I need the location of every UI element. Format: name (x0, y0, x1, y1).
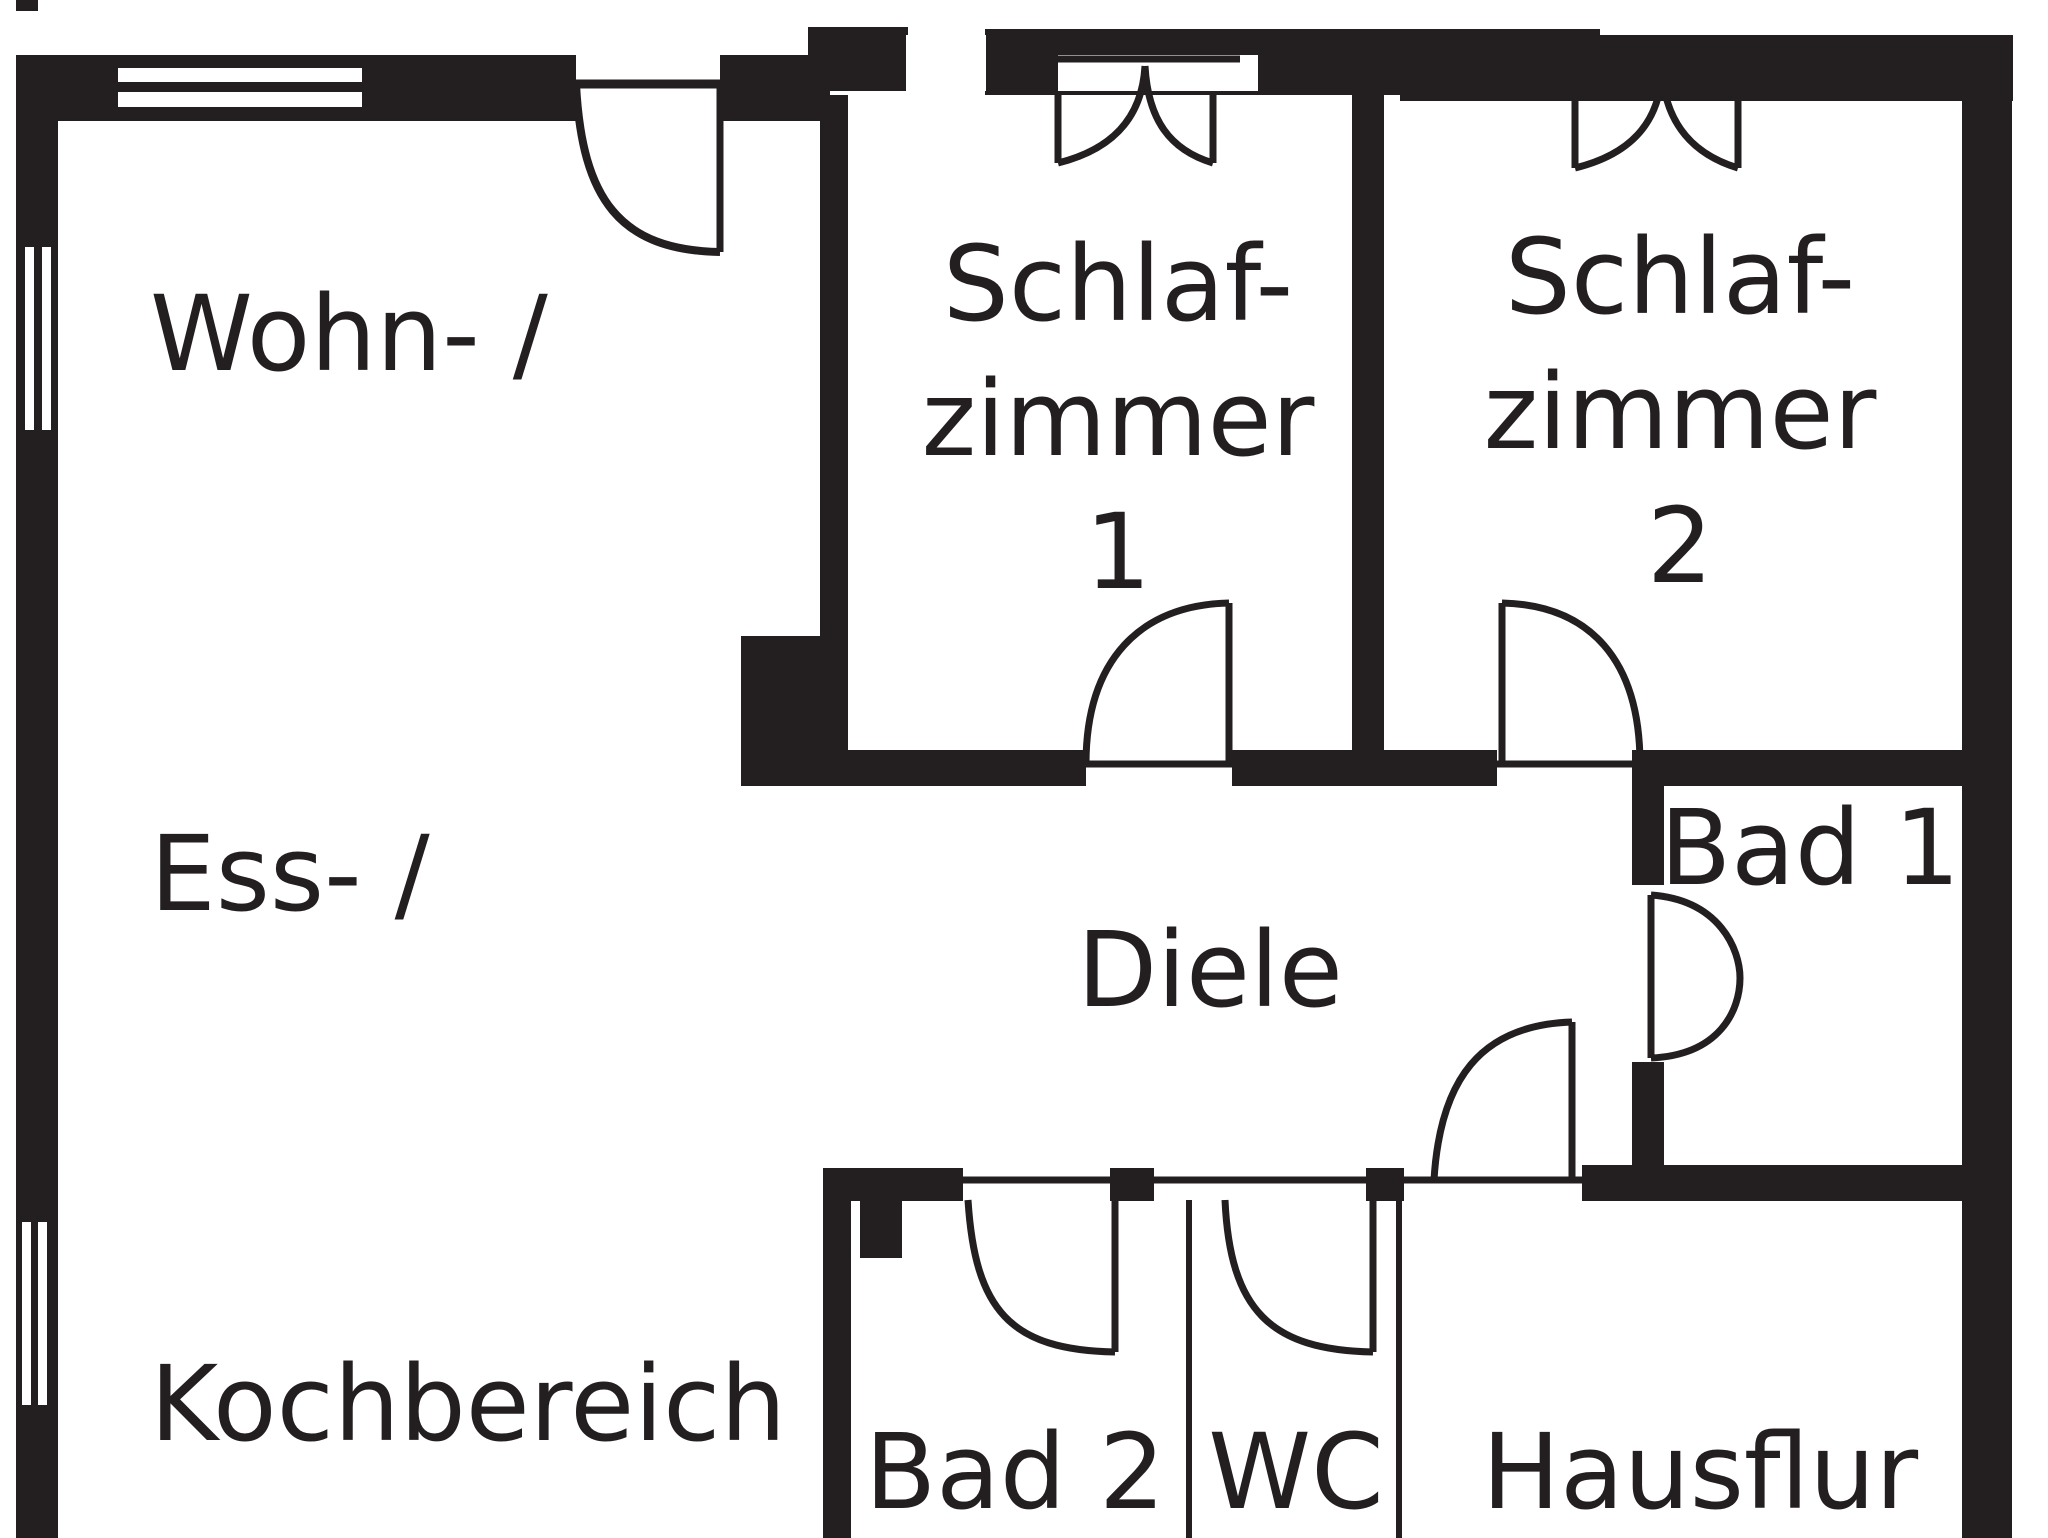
label-s2-line3: 2 (1647, 485, 1713, 607)
room-label-hausflur: Hausflur (1482, 1411, 1918, 1533)
door-schlafzimmer-1 (1082, 599, 1233, 765)
door-schlafzimmer-2 (1498, 599, 1644, 765)
room-label-bad-1: Bad 1 (1660, 787, 1960, 909)
label-s2-line2: zimmer (1484, 351, 1877, 473)
wall-top-right (1400, 35, 1740, 101)
wall-right-outer (1962, 35, 2012, 1538)
room-label-diele: Diele (1077, 909, 1343, 1031)
label-ess: Ess- / (150, 813, 431, 935)
wall-bedrooms-bottom-a (741, 750, 1086, 786)
door-wc (1221, 1199, 1377, 1356)
label-koch: Kochbereich (150, 1343, 786, 1465)
door-hausflur (1430, 1018, 1576, 1181)
room-label-schlafzimmer-2: Schlaf- zimmer 2 (1484, 216, 1877, 607)
wall-lower-d (1366, 1168, 1404, 1201)
corner-mark (16, 0, 38, 11)
wall-top-right2 (1700, 35, 2013, 101)
balcony-door-opening (576, 55, 720, 81)
window-left-lower (22, 1222, 47, 1405)
interior-walls (741, 95, 1982, 1538)
room-label-bad-2: Bad 2 (865, 1411, 1165, 1533)
room-label-wc: WC (1208, 1411, 1383, 1533)
wall-bad1-left (1632, 750, 1664, 885)
wall-top-left (16, 55, 576, 121)
wall-bedrooms-bottom-b (1232, 750, 1497, 786)
wall-bad2-wc (1186, 1200, 1192, 1538)
door-bad-2 (964, 1199, 1119, 1356)
wall-wc-hausflur (1396, 1200, 1402, 1538)
wall-bedrooms-bottom-c (1640, 750, 1980, 786)
wall-s1-s2 (1352, 95, 1384, 755)
room-label-schlafzimmer-1: Schlaf- zimmer 1 (922, 223, 1315, 613)
balcony-door (572, 83, 724, 256)
wall-bad1-bottom (1582, 1165, 1982, 1201)
room-label-wohn: Wohn- / Ess- / Kochbereich (150, 273, 786, 1465)
label-s1-line1: Schlaf- (943, 223, 1293, 345)
wall-bad2-left (823, 1168, 851, 1538)
window-top-living (118, 68, 362, 107)
french-window-s1-swing (1054, 65, 1217, 167)
label-s1-line2: zimmer (922, 358, 1315, 480)
window-left-upper (25, 247, 51, 430)
label-wohn: Wohn- / (150, 273, 549, 395)
door-bad-1 (1647, 891, 1744, 1062)
wall-lower-c (1110, 1168, 1154, 1201)
wall-lower-b (860, 1168, 902, 1258)
french-window-s2-swing (1571, 69, 1742, 172)
door-thresholds (963, 760, 1640, 1184)
wall-bad1-left-lower (1632, 1062, 1664, 1182)
french-window-s1 (906, 35, 1240, 91)
label-s2-line1: Schlaf- (1505, 216, 1855, 338)
label-s1-line3: 1 (1085, 491, 1151, 613)
